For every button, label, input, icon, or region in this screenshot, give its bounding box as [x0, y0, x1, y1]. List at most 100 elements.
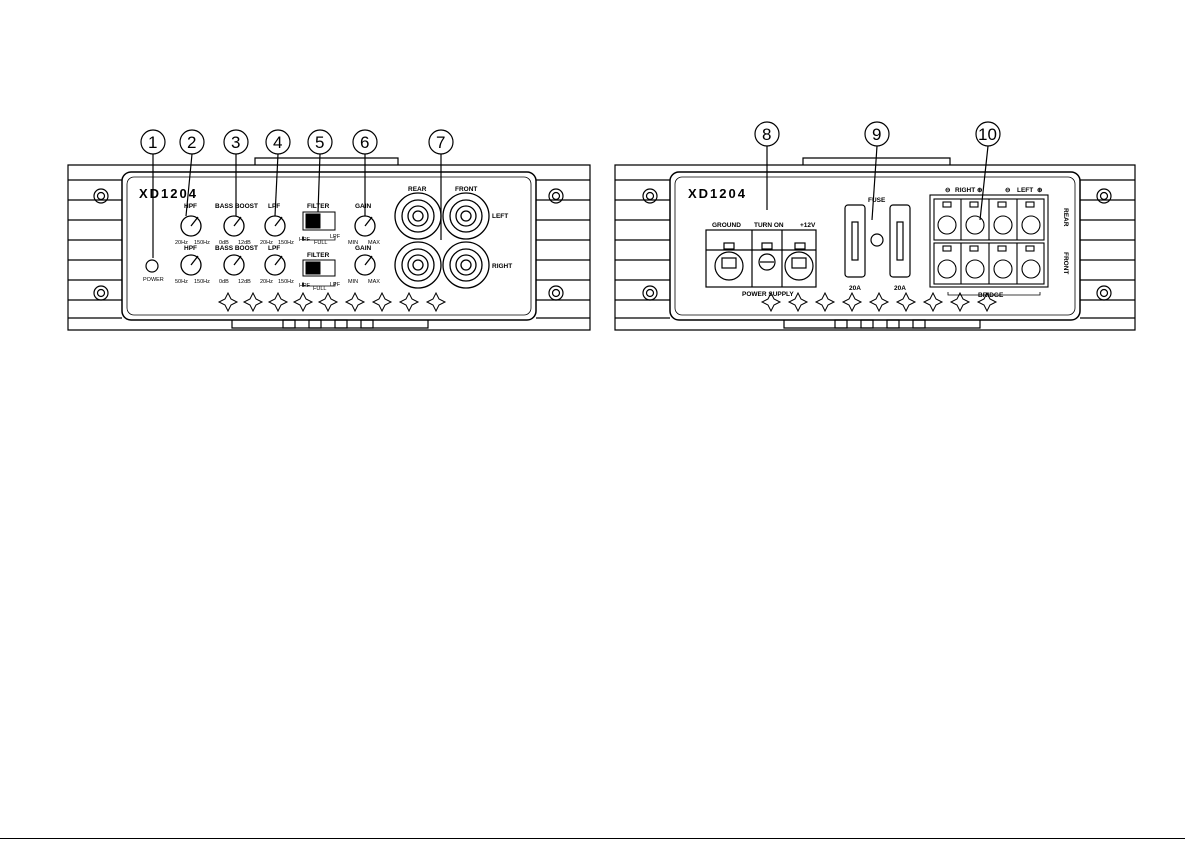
hpf-label-b: HPF [184, 245, 197, 252]
front-knobs-top [180, 215, 376, 237]
callout-3 [223, 129, 249, 216]
filter-mode-lpf-a: LPF [330, 234, 341, 240]
turn-on-label: TURN ON [754, 222, 784, 229]
hpf-max-b: 150Hz [194, 279, 210, 285]
filter-mode-lpf-b: LPF [330, 282, 341, 288]
rear-model-label: XD1204 [688, 186, 747, 201]
speaker-terminals [929, 194, 1049, 296]
polarity-right-minus: ⊖ [945, 187, 951, 194]
callout-number-7: 7 [436, 133, 445, 152]
rear-housing [614, 164, 1136, 331]
bass-boost-knob-a [223, 215, 245, 237]
rca-jacks [394, 192, 490, 289]
front-knobs-bottom [180, 254, 376, 276]
lpf-min-b: 20Hz [260, 279, 273, 285]
speaker-front-label: FRONT [1062, 252, 1069, 274]
fuse-rating-a: 20A [849, 285, 861, 292]
callout-number-5: 5 [315, 133, 324, 152]
callout-7 [428, 129, 454, 240]
gain-max-a: MAX [368, 240, 380, 246]
lpf-max-a: 150Hz [278, 240, 294, 246]
callout-number-1: 1 [148, 133, 157, 152]
lpf-min-a: 20Hz [260, 240, 273, 246]
callout-numbers: 1 2 3 4 5 6 7 8 9 10 [148, 125, 997, 152]
callouts [140, 121, 1001, 258]
front-star-vents [217, 291, 447, 313]
callout-number-8: 8 [762, 125, 771, 144]
rca-left-label: LEFT [492, 213, 508, 220]
filter-switch-a [302, 211, 336, 241]
rca-rear-label: REAR [408, 186, 427, 193]
filter-mode-full-b: FULL [313, 286, 326, 292]
filter-mode-hpf-a: HPF [299, 237, 311, 243]
bridge-label: BRIDGE [978, 292, 1004, 299]
callout-6 [352, 129, 378, 216]
callout-number-6: 6 [360, 133, 369, 152]
gain-min-a: MIN [348, 240, 358, 246]
hpf-min-b: 50Hz [175, 279, 188, 285]
power-led-label: POWER [143, 277, 164, 283]
front-screws [93, 188, 564, 301]
gain-min-b: MIN [348, 279, 358, 285]
bass-min-b: 0dB [219, 279, 229, 285]
callout-8 [754, 121, 780, 210]
rear-left-fins [615, 179, 670, 319]
bass-min-a: 0dB [219, 240, 229, 246]
bottom-rule [0, 838, 1185, 839]
gain-max-b: MAX [368, 279, 380, 285]
hpf-knob-b [180, 254, 202, 276]
polarity-right-plus: ⊕ [977, 187, 983, 194]
fuse-holders [844, 204, 911, 278]
callout-number-4: 4 [273, 133, 282, 152]
callout-number-3: 3 [231, 133, 240, 152]
polarity-left-minus: ⊖ [1005, 187, 1011, 194]
power-terminal-block [705, 229, 817, 288]
lpf-knob-b [264, 254, 286, 276]
lpf-label-a: LPF [268, 203, 280, 210]
gain-label-a: GAIN [355, 203, 372, 210]
bass-boost-knob-b [223, 254, 245, 276]
callout-number-2: 2 [187, 133, 196, 152]
gain-knob-b [354, 254, 376, 276]
callout-9 [864, 121, 890, 221]
filter-label-b: FILTER [307, 252, 330, 259]
bass-max-b: 12dB [238, 279, 251, 285]
front-panel [67, 157, 591, 331]
rear-bottom-vent [783, 319, 981, 329]
front-faceplate [121, 171, 537, 321]
power-led [145, 259, 159, 273]
rca-front-label: FRONT [455, 186, 477, 193]
front-housing [67, 164, 591, 331]
power-supply-label: POWER SUPPLY [742, 291, 794, 298]
bass-max-a: 12dB [238, 240, 251, 246]
callout-10 [975, 121, 1001, 221]
gain-label-b: GAIN [355, 245, 372, 252]
bass-label-b: BASS BOOST [215, 245, 258, 252]
callout-1 [140, 129, 166, 258]
fuse-rating-b: 20A [894, 285, 906, 292]
callout-number-10: 10 [978, 125, 997, 144]
callout-5 [307, 129, 333, 213]
polarity-left-plus: ⊕ [1037, 187, 1043, 194]
callout-2 [179, 129, 205, 217]
speaker-right-label: RIGHT [955, 187, 975, 194]
front-top-bump [254, 157, 399, 165]
rear-right-fins [1080, 179, 1135, 319]
front-bottom-vent [231, 319, 429, 329]
plus12v-label: +12V [800, 222, 816, 229]
ground-label: GROUND [712, 222, 741, 229]
hpf-min-a: 20Hz [175, 240, 188, 246]
callout-number-9: 9 [872, 125, 881, 144]
speaker-left-label: LEFT [1017, 187, 1033, 194]
front-left-fins [68, 179, 122, 319]
fuse-label: FUSE [868, 197, 886, 204]
front-right-fins [536, 179, 590, 319]
hpf-max-a: 150Hz [194, 240, 210, 246]
rear-panel-text: XD1204 GROUND TURN ON +12V POWER SUPPLY … [688, 186, 1069, 299]
rear-screws [642, 188, 1112, 301]
rear-star-vents [760, 291, 998, 313]
callout-4 [265, 129, 291, 217]
speaker-rear-label: REAR [1062, 208, 1069, 227]
hpf-knob-a [180, 215, 202, 237]
